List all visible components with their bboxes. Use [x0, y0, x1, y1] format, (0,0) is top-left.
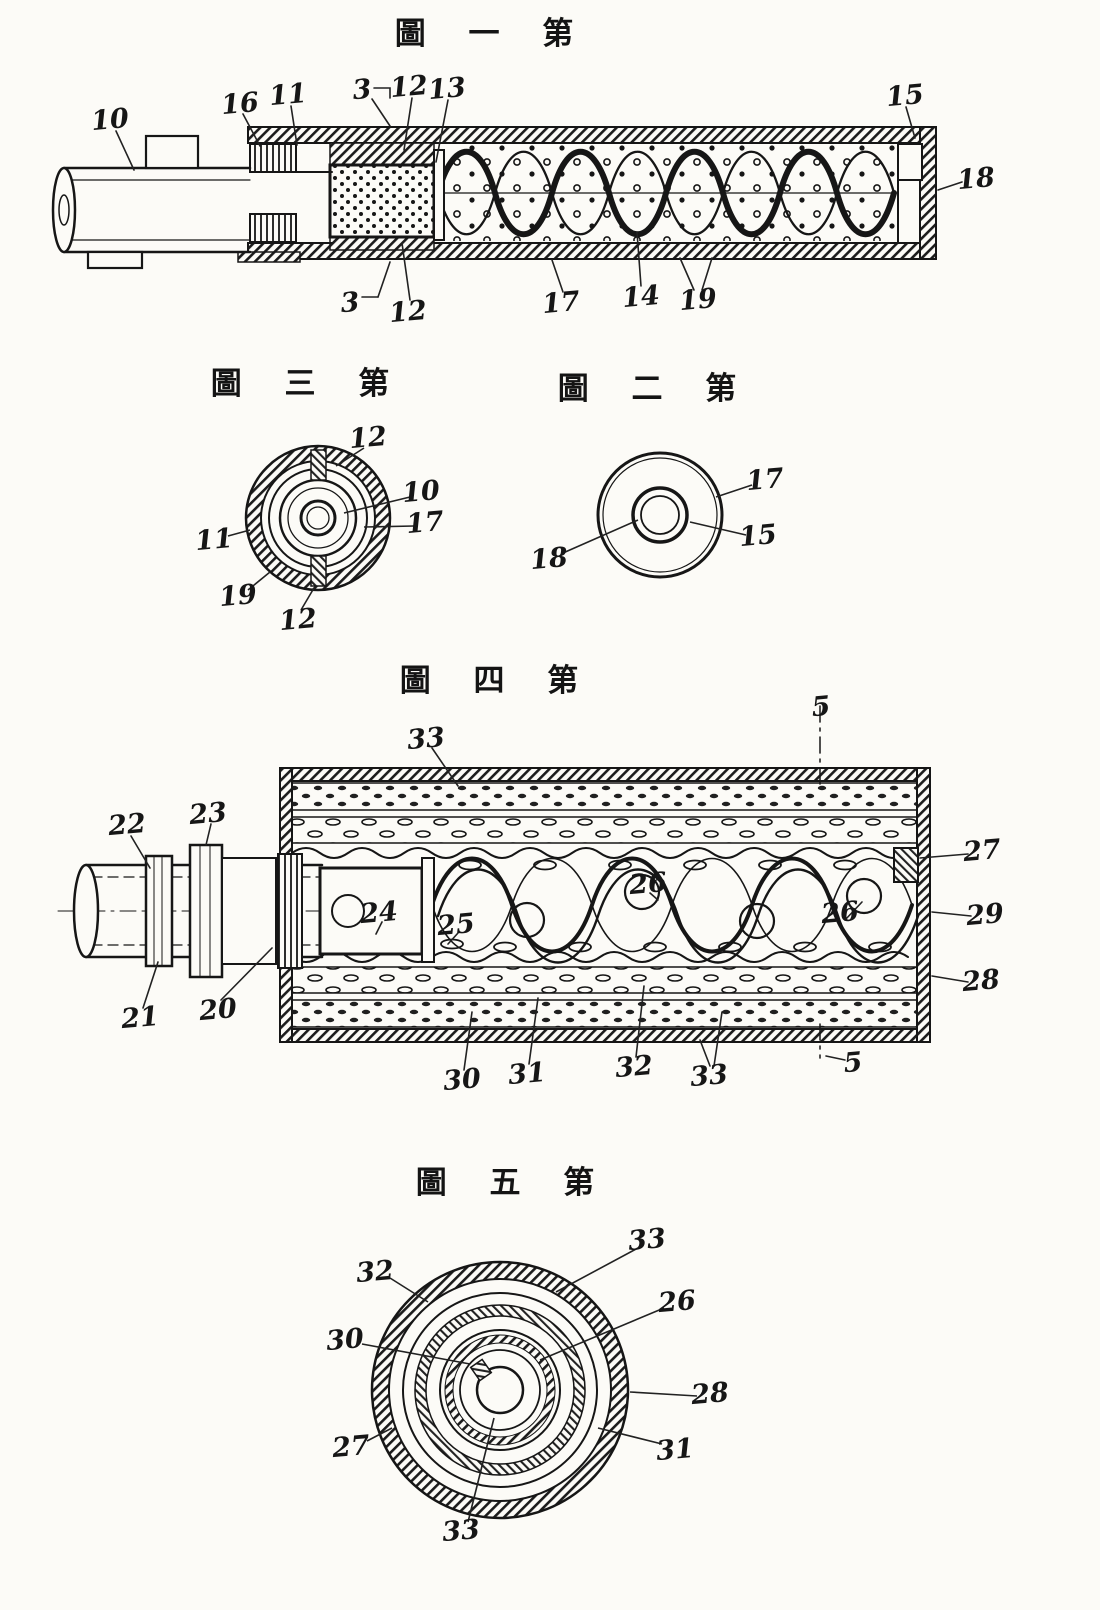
fig4-end-plug [893, 847, 919, 883]
fig2-bore [640, 495, 680, 535]
fig4-lock-nut [188, 843, 224, 979]
fig4-scallop-top [291, 847, 909, 859]
fig1-tube-top-wall [247, 126, 937, 144]
fig5-leader-lines [361, 1247, 698, 1523]
fig4-speck-band-bottom [291, 999, 918, 1028]
fig3-bore [299, 499, 337, 537]
fig5-key [469, 1358, 493, 1382]
fig4-casing-right [916, 767, 931, 1043]
fig4-spacer [221, 857, 277, 965]
fig4-cage-block [318, 866, 424, 956]
fig4-oval-band-top [291, 816, 918, 844]
fig1-helix-back [436, 150, 896, 236]
fig3-key-bottom [310, 555, 327, 587]
figure-1-title: 圖 一 第 [394, 16, 590, 52]
fig4-chamber-holes [440, 859, 892, 953]
fig1-sight-block [144, 134, 200, 170]
fig1-baffle-plate [433, 149, 445, 241]
fig1-leader-lines [115, 87, 963, 301]
fig1-lug [86, 250, 144, 270]
fig1-end-plug [897, 143, 923, 181]
fig1-thread-top [249, 143, 297, 173]
fig1-muzzle-opening [51, 166, 77, 254]
fig2-inner-ring [631, 486, 689, 544]
fig1-tube-end-wall [919, 126, 937, 260]
fig4-helix-edge2 [436, 868, 920, 964]
fig4-coupling-ring [144, 854, 174, 968]
fig4-oval-band-bottom [291, 966, 918, 994]
figure-3-title: 圖 三 第 [210, 366, 406, 402]
fig4-muzzle-opening [72, 863, 100, 959]
fig3-leader-lines [227, 447, 415, 611]
fig2-leader-lines [562, 484, 753, 554]
figure-1-drawing [51, 87, 963, 301]
fig4-helix-back [431, 857, 913, 953]
fig4-casing-bottom [279, 1028, 931, 1043]
figure-5-drawing [361, 1247, 698, 1523]
fig5-bore [475, 1365, 525, 1415]
figure-2-drawing [562, 451, 753, 579]
fig4-leader-lines [130, 747, 972, 1071]
fig1-perforated-block [328, 163, 436, 239]
fig4-speck-band-top [291, 782, 918, 811]
fig1-thread-bottom [249, 213, 297, 243]
fig4-threaded-collar [277, 853, 303, 969]
fig3-key-top [310, 449, 327, 481]
figure-5-title: 圖 五 第 [415, 1165, 611, 1201]
fig4-casing-top [279, 767, 931, 782]
figure-4-title: 圖 四 第 [399, 663, 595, 699]
fig4-baffle-plate [421, 857, 435, 963]
figure-4-drawing [57, 705, 972, 1071]
figure-3-drawing [227, 444, 415, 611]
figure-2-title: 圖 二 第 [557, 371, 753, 407]
